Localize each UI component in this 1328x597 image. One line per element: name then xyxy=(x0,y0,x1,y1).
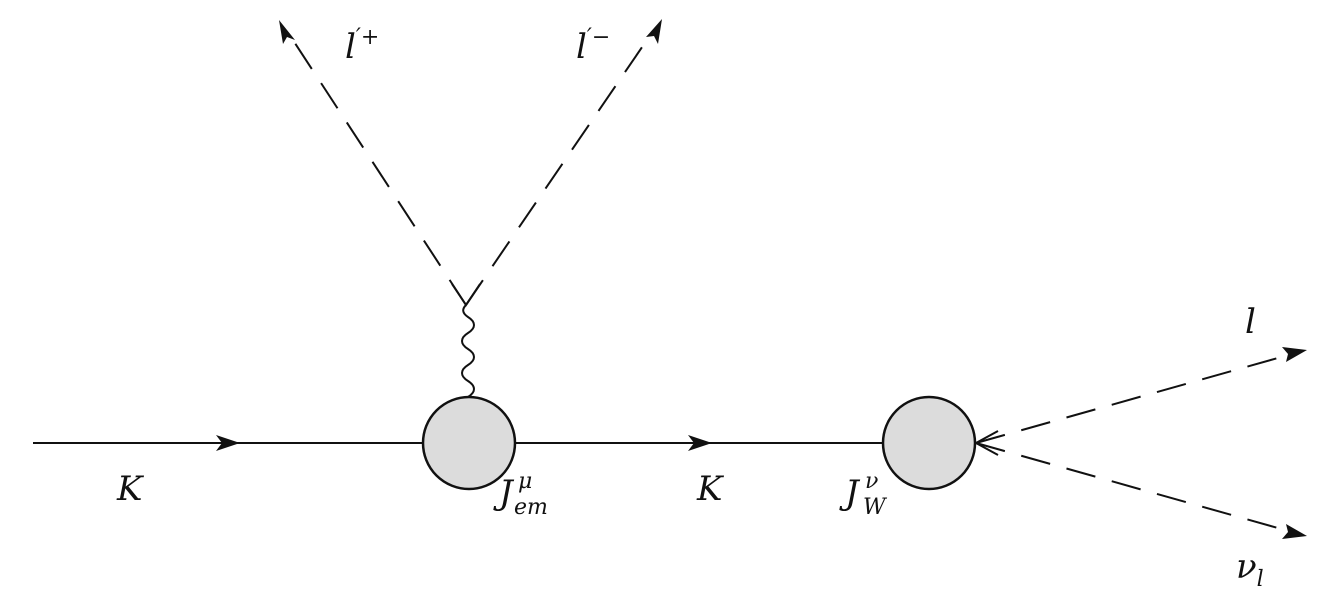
kaon-in-label: K xyxy=(116,469,145,509)
lepton-prime-minus-label: l′− xyxy=(576,25,610,67)
kaon-mid-label: K xyxy=(696,469,725,509)
neutrino-out-line xyxy=(975,442,1293,533)
neutrino-out-label: νl xyxy=(1236,547,1264,592)
lepton-prime-plus-line xyxy=(288,33,467,306)
neutrino-out-arrow-icon xyxy=(1282,524,1307,539)
lepton-prime-plus-arrow-icon xyxy=(279,20,295,44)
weak-vertex xyxy=(973,430,999,456)
lepton-out-arrow-icon xyxy=(1282,347,1307,362)
kaon-in-arrow-icon xyxy=(216,435,240,451)
lepton-prime-plus-label: l′+ xyxy=(345,25,379,67)
em-current-blob xyxy=(421,395,517,491)
lepton-prime-minus-arrow-icon xyxy=(646,19,662,44)
lepton-prime-minus-line xyxy=(465,33,652,306)
kaon-mid-arrow-icon xyxy=(688,435,712,451)
lepton-pair-vertex xyxy=(451,283,481,307)
lepton-out-label: l xyxy=(1245,302,1256,342)
weak-current-blob xyxy=(881,395,977,491)
photon-line xyxy=(461,304,475,398)
lepton-out-line xyxy=(975,353,1293,444)
